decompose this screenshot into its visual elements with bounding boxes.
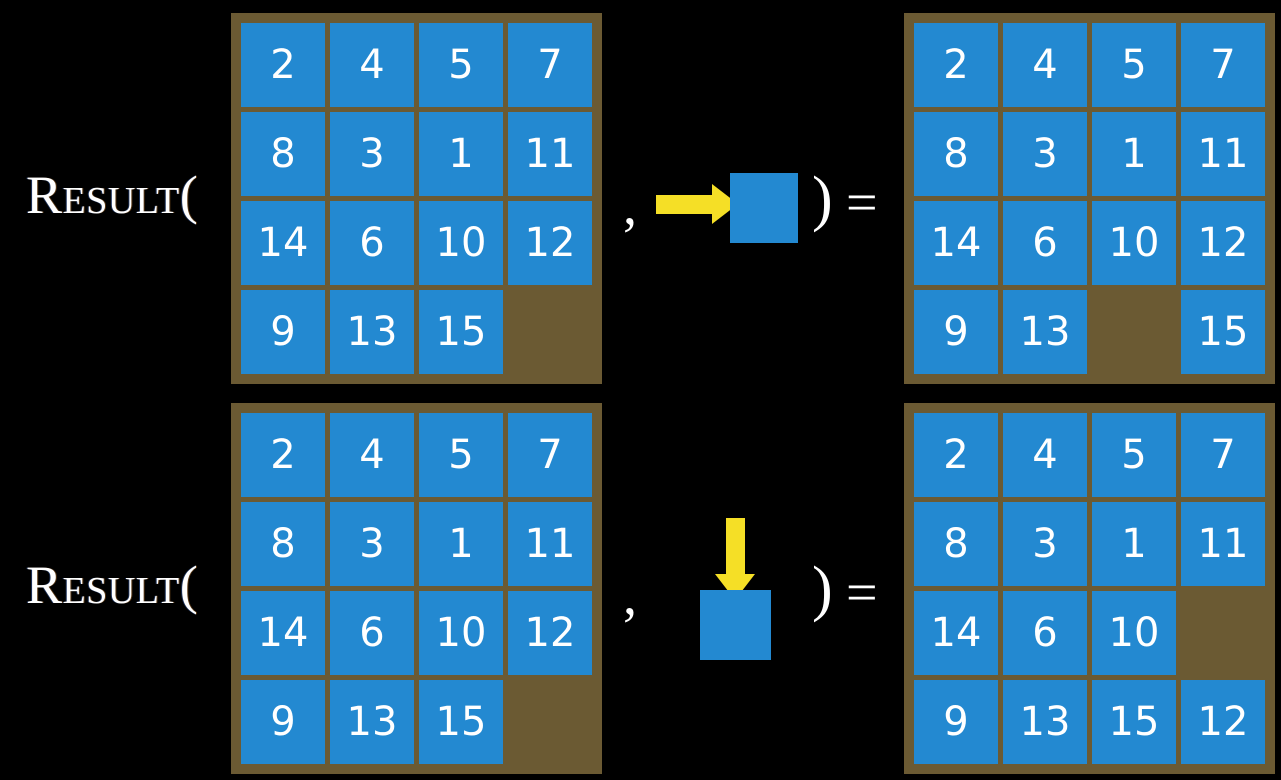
comma-separator: , [623, 175, 637, 237]
tile[interactable]: 6 [330, 201, 414, 285]
tile[interactable]: 8 [914, 502, 998, 586]
tile[interactable]: 13 [1003, 290, 1087, 374]
tile[interactable]: 4 [330, 413, 414, 497]
tile[interactable]: 10 [419, 201, 503, 285]
tile[interactable]: 7 [508, 413, 592, 497]
tile[interactable]: 11 [1181, 502, 1265, 586]
tile[interactable]: 5 [1092, 23, 1176, 107]
tile[interactable]: 14 [914, 201, 998, 285]
tile[interactable]: 5 [419, 23, 503, 107]
tile[interactable]: 7 [508, 23, 592, 107]
tile[interactable]: 2 [914, 23, 998, 107]
tile[interactable]: 15 [1181, 290, 1265, 374]
tile[interactable]: 3 [1003, 502, 1087, 586]
tile[interactable]: 4 [1003, 23, 1087, 107]
tile[interactable]: 3 [330, 112, 414, 196]
tile[interactable]: 1 [1092, 112, 1176, 196]
tile[interactable]: 7 [1181, 413, 1265, 497]
close-paren: ) [812, 165, 833, 233]
tile[interactable]: 14 [241, 201, 325, 285]
tile[interactable]: 6 [1003, 591, 1087, 675]
tile[interactable]: 14 [914, 591, 998, 675]
tile[interactable]: 8 [914, 112, 998, 196]
tile[interactable]: 9 [241, 680, 325, 764]
tile[interactable]: 13 [330, 680, 414, 764]
empty-tile[interactable] [1092, 290, 1176, 374]
result-function-label: Result( [26, 165, 199, 225]
tile[interactable]: 10 [1092, 591, 1176, 675]
tile[interactable]: 12 [508, 201, 592, 285]
output-puzzle-board: 2 4 5 7 8 3 1 11 14 6 10 12 9 13 15 [904, 13, 1275, 384]
tile[interactable]: 10 [1092, 201, 1176, 285]
tile[interactable]: 4 [330, 23, 414, 107]
tile[interactable]: 13 [1003, 680, 1087, 764]
tile[interactable]: 8 [241, 502, 325, 586]
tile[interactable]: 10 [419, 591, 503, 675]
equation-row: Result( 2 4 5 7 8 3 1 11 14 6 10 12 9 13… [26, 13, 1275, 384]
empty-tile[interactable] [508, 680, 592, 764]
tile[interactable]: 11 [508, 502, 592, 586]
comma-separator: , [623, 565, 637, 627]
tile[interactable]: 9 [914, 290, 998, 374]
tile[interactable]: 11 [508, 112, 592, 196]
output-puzzle-board: 2 4 5 7 8 3 1 11 14 6 10 9 13 15 12 [904, 403, 1275, 774]
tile[interactable]: 14 [241, 591, 325, 675]
arrow-shaft [726, 518, 745, 580]
tile[interactable]: 1 [419, 502, 503, 586]
tile[interactable]: 12 [1181, 680, 1265, 764]
tile[interactable]: 5 [1092, 413, 1176, 497]
tile[interactable]: 3 [1003, 112, 1087, 196]
input-puzzle-board: 2 4 5 7 8 3 1 11 14 6 10 12 9 13 15 [231, 13, 602, 384]
equals-sign: = [846, 172, 878, 234]
equation-row: Result( 2 4 5 7 8 3 1 11 14 6 10 12 9 13… [0, 390, 1281, 780]
tile[interactable]: 9 [241, 290, 325, 374]
result-function-label: Result( [26, 555, 199, 615]
tile[interactable]: 7 [1181, 23, 1265, 107]
tile[interactable]: 2 [241, 413, 325, 497]
tile[interactable]: 3 [330, 502, 414, 586]
tile[interactable]: 1 [419, 112, 503, 196]
operator-tile[interactable] [700, 590, 771, 660]
tile[interactable]: 15 [1092, 680, 1176, 764]
empty-tile[interactable] [508, 290, 592, 374]
operator-tile[interactable] [730, 173, 798, 243]
tile[interactable]: 6 [1003, 201, 1087, 285]
tile[interactable]: 11 [1181, 112, 1265, 196]
tile[interactable]: 9 [914, 680, 998, 764]
tile[interactable]: 13 [330, 290, 414, 374]
tile[interactable]: 1 [1092, 502, 1176, 586]
tile[interactable]: 12 [1181, 201, 1265, 285]
tile[interactable]: 6 [330, 591, 414, 675]
tile[interactable]: 2 [241, 23, 325, 107]
input-puzzle-board: 2 4 5 7 8 3 1 11 14 6 10 12 9 13 15 [231, 403, 602, 774]
tile[interactable]: 15 [419, 680, 503, 764]
equals-sign: = [846, 562, 878, 624]
tile[interactable]: 12 [508, 591, 592, 675]
tile[interactable]: 8 [241, 112, 325, 196]
close-paren: ) [812, 555, 833, 623]
arrow-shaft [656, 195, 718, 214]
tile[interactable]: 2 [914, 413, 998, 497]
tile[interactable]: 15 [419, 290, 503, 374]
tile[interactable]: 4 [1003, 413, 1087, 497]
tile[interactable]: 5 [419, 413, 503, 497]
empty-tile[interactable] [1181, 591, 1265, 675]
